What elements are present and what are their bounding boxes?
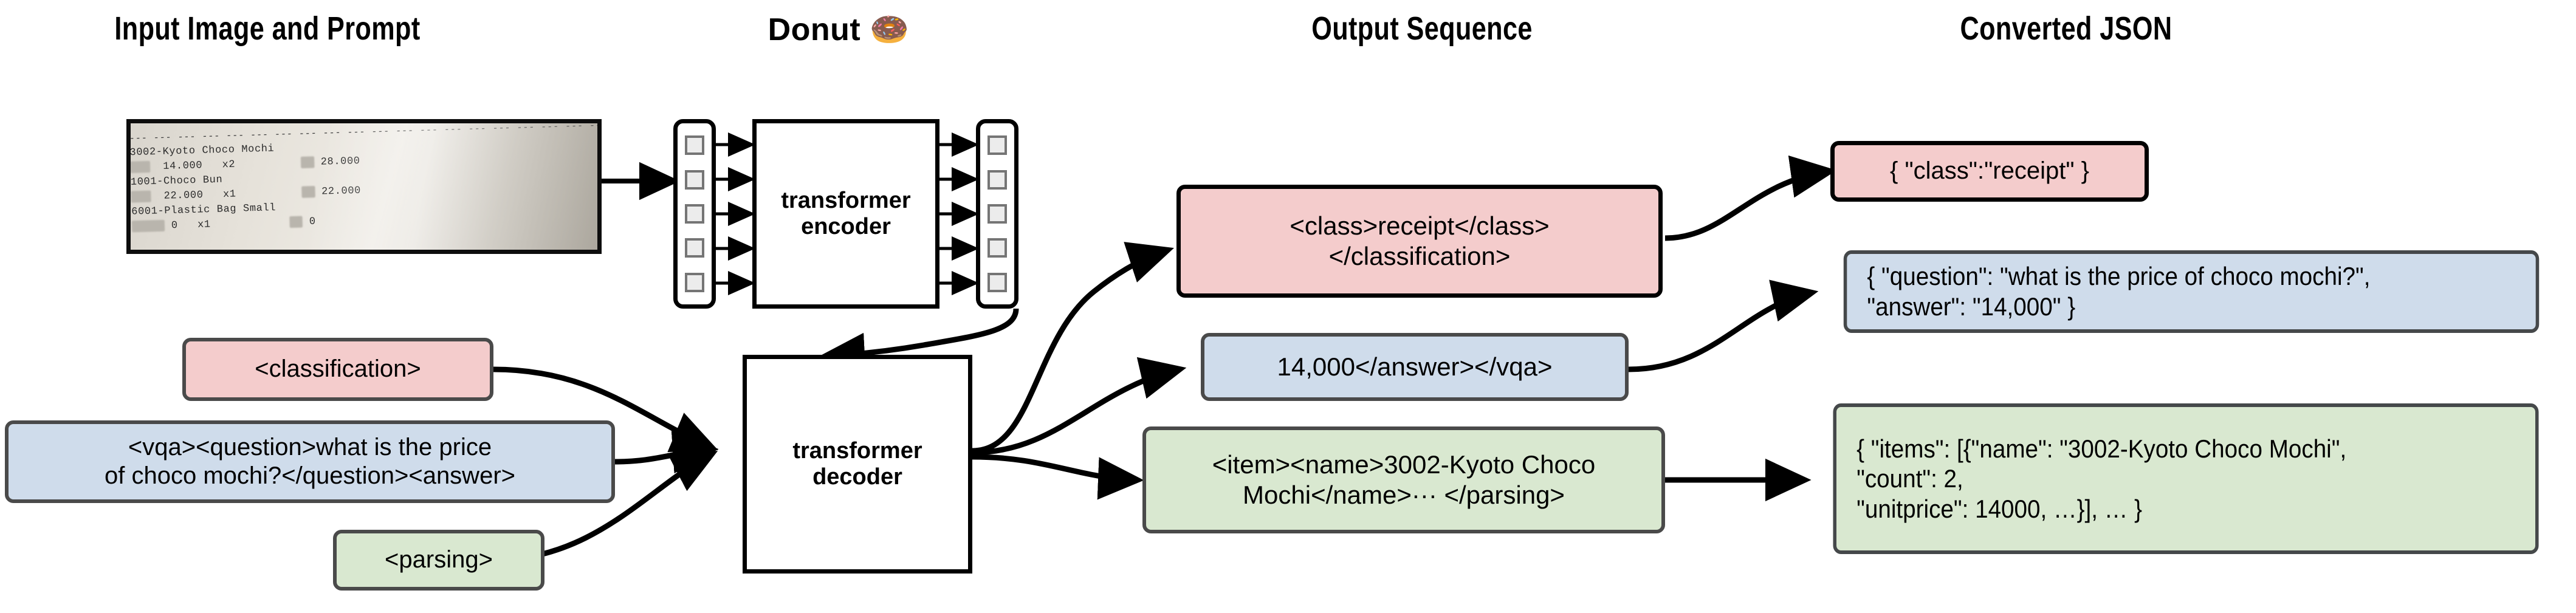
prompt-box-parsing[interactable]: <parsing> xyxy=(333,530,544,591)
prompt-box-vqa[interactable]: <vqa><question>what is the price of choc… xyxy=(5,420,615,503)
token-square xyxy=(987,204,1007,224)
heading-donut: Donut 🍩 xyxy=(768,12,910,47)
input-receipt-image: --- --- --- --- --- --- --- --- --- --- … xyxy=(126,119,602,254)
output-box-classification[interactable]: <class>receipt</class> </classification> xyxy=(1176,185,1663,298)
token-square xyxy=(685,204,704,224)
token-square xyxy=(987,170,1007,190)
transformer-encoder-box: transformer encoder xyxy=(752,119,939,309)
token-square xyxy=(685,272,704,292)
token-square xyxy=(685,170,704,190)
token-square xyxy=(987,238,1007,258)
heading-converted-json: Converted JSON xyxy=(1960,10,2172,47)
heading-output-sequence: Output Sequence xyxy=(1311,10,1533,47)
json-box-vqa[interactable]: { "question": "what is the price of choc… xyxy=(1843,250,2540,333)
token-square xyxy=(685,135,704,156)
wire-decoder-to-parsing-output xyxy=(972,454,1144,500)
wire-encoder-output-to-decoder xyxy=(819,308,1019,375)
output-box-parsing[interactable]: <item><name>3002-Kyoto Choco Mochi</name… xyxy=(1142,426,1665,533)
wire-encoder-to-output-tokens xyxy=(939,132,979,295)
heading-input-image-and-prompt: Input Image and Prompt xyxy=(114,10,421,47)
output-box-vqa[interactable]: 14,000</answer></vqa> xyxy=(1201,333,1629,401)
json-box-parsing[interactable]: { "items": [{"name": "3002-Kyoto Choco M… xyxy=(1833,403,2539,554)
prompt-box-classification[interactable]: <classification> xyxy=(182,338,493,401)
json-box-classification[interactable]: { "class":"receipt" } xyxy=(1830,141,2149,202)
transformer-decoder-box: transformer decoder xyxy=(743,355,972,574)
token-square xyxy=(685,238,704,258)
token-square xyxy=(987,272,1007,292)
wire-vqa-output-to-json xyxy=(1628,279,1819,372)
wire-vqa-prompt-to-decoder xyxy=(614,431,719,474)
wire-tokens-to-encoder xyxy=(716,132,755,295)
wire-classification-output-to-json xyxy=(1664,155,1837,241)
encoder-output-token-stack xyxy=(976,119,1018,309)
encoder-input-token-stack xyxy=(673,119,716,309)
token-square xyxy=(987,135,1007,156)
